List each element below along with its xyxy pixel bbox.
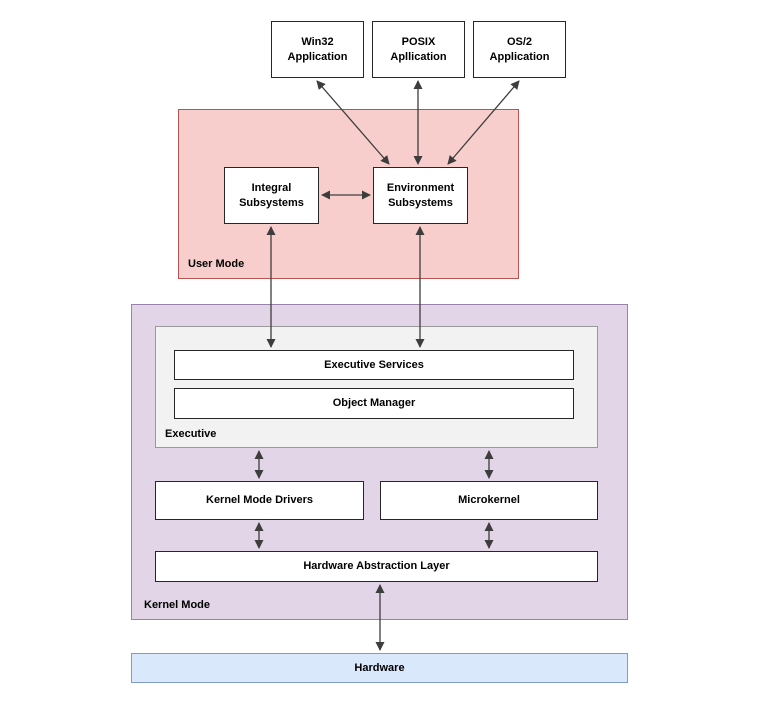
hardware-box: Hardware bbox=[131, 653, 628, 683]
object-manager-box: Object Manager bbox=[174, 388, 574, 419]
microkernel-box: Microkernel bbox=[380, 481, 598, 520]
environment-subsystems-box: Environment Subsystems bbox=[373, 167, 468, 224]
executive-label: Executive bbox=[165, 428, 217, 440]
kernel-mode-label: Kernel Mode bbox=[144, 599, 211, 611]
user-mode-label: User Mode bbox=[188, 258, 245, 270]
executive-region: Executive bbox=[155, 326, 598, 448]
posix-application-box: POSIX Apllication bbox=[372, 21, 465, 78]
os2-application-box: OS/2 Application bbox=[473, 21, 566, 78]
win32-application-box: Win32 Application bbox=[271, 21, 364, 78]
kernel-mode-drivers-box: Kernel Mode Drivers bbox=[155, 481, 364, 520]
executive-services-box: Executive Services bbox=[174, 350, 574, 380]
integral-subsystems-box: Integral Subsystems bbox=[224, 167, 319, 224]
hardware-abstraction-layer-box: Hardware Abstraction Layer bbox=[155, 551, 598, 582]
